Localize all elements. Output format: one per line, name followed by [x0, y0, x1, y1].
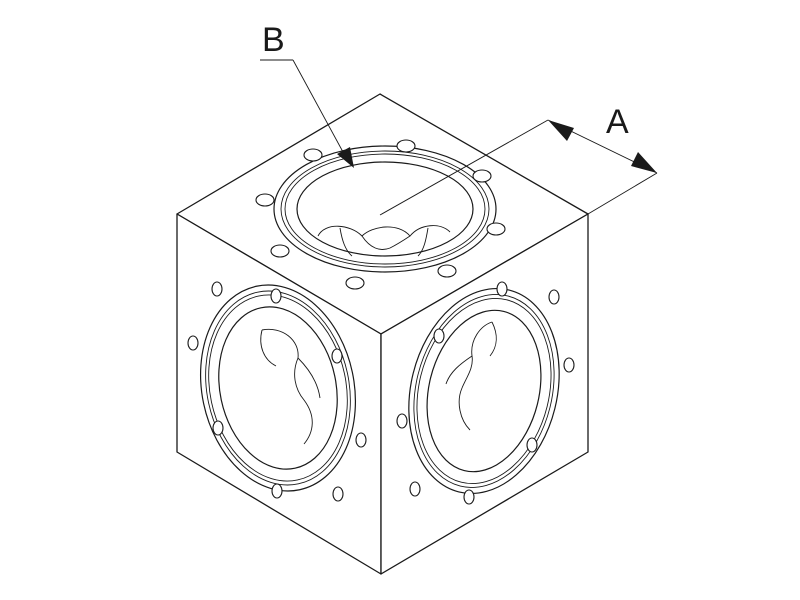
leader-b — [260, 59, 354, 168]
leader-b-arrow — [337, 147, 354, 168]
right-port-bore — [445, 321, 497, 431]
dimension-a-arrow-start — [548, 120, 574, 141]
cube-right-face — [380, 213, 589, 575]
left-port-bolt-holes — [187, 281, 367, 502]
label-b: B — [262, 21, 285, 59]
right-port-bolt-holes — [396, 281, 575, 505]
left-port — [199, 284, 357, 492]
dimension-a-arrow-end — [631, 152, 657, 173]
label-a: A — [606, 103, 629, 141]
top-port — [255, 139, 506, 290]
right-port — [408, 287, 560, 495]
dimension-a — [379, 119, 658, 216]
left-port-bore — [260, 328, 321, 445]
top-port-bolt-holes — [255, 139, 506, 290]
